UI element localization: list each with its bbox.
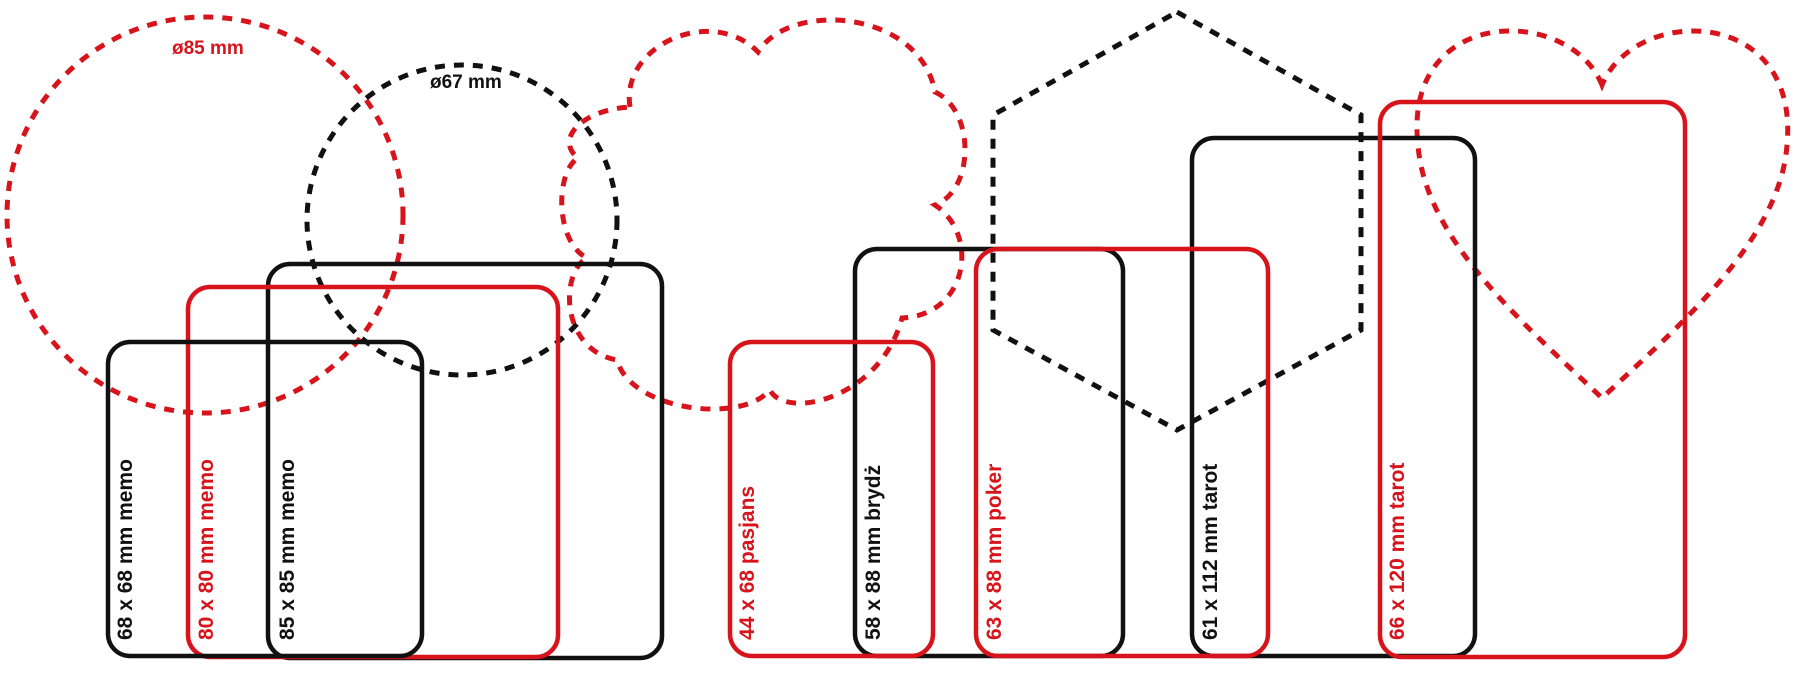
label-66x120-tarot: 66 x 120 mm tarot (1386, 463, 1409, 640)
label-58x88-brydz: 58 x 88 mm brydż (862, 465, 885, 640)
heart-outline (1414, 28, 1791, 402)
card-61x112-tarot (1189, 135, 1478, 659)
circle-85mm-outline (4, 14, 406, 416)
circle-67mm-outline (304, 62, 620, 378)
flower-outline (559, 17, 968, 412)
label-80x80-memo: 80 x 80 mm memo (195, 459, 218, 640)
label-61x112-tarot: 61 x 112 mm tarot (1199, 464, 1222, 640)
label-68x68-memo: 68 x 68 mm memo (114, 459, 137, 640)
label-63x88-poker: 63 x 88 mm poker (983, 464, 1006, 640)
label-85x85-memo: 85 x 85 mm memo (276, 459, 299, 640)
circle-85mm-label: ø85 mm (172, 38, 244, 59)
label-44x68-pasjans: 44 x 68 pasjans (736, 486, 759, 640)
circle-67mm-label: ø67 mm (430, 72, 502, 93)
card-44x68-pasjans (727, 339, 936, 659)
card-68x68-memo (105, 339, 425, 659)
card-85x85-memo (265, 261, 665, 661)
hexagon-outline (990, 9, 1364, 433)
card-66x120-tarot (1377, 99, 1688, 660)
card-63x88-poker (973, 246, 1271, 659)
